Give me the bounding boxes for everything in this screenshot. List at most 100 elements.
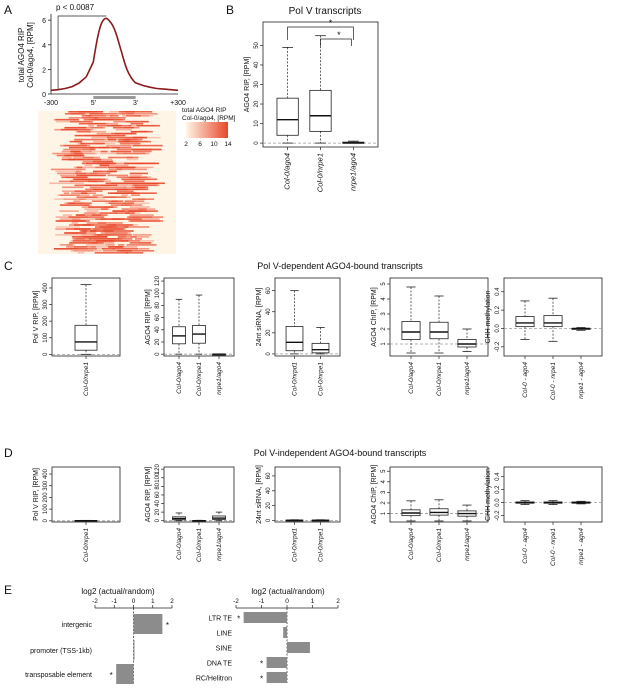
category-label: Col-0 - nrpe1 <box>550 528 557 566</box>
panel-a-heatmap-cell <box>131 186 141 189</box>
y-axis-label: 24nt siRNA, [RPM] <box>256 288 263 347</box>
panel-a-heatmap-cell <box>130 122 144 125</box>
plot-frame <box>503 466 603 523</box>
ytick-label: 0.4 <box>495 472 501 481</box>
y-axis-label: AGO4 RIP, [RPM] <box>145 467 152 523</box>
panel-a-heatmap-cell <box>117 236 137 238</box>
category-label: transposable element <box>25 672 92 679</box>
ytick-label: 40 <box>266 308 272 315</box>
panel-a-heatmap-cell <box>88 224 115 226</box>
ytick-label: 1 <box>381 342 387 346</box>
ytick-label: 120 <box>155 463 161 474</box>
y-axis-label: AGO4 ChIP, [RPM] <box>371 465 378 524</box>
panel-a-heatmap-cell <box>89 150 109 153</box>
category-label: DNA TE <box>207 661 232 668</box>
ytick-label: 40 <box>155 326 161 333</box>
panel-a-heatmap-cell <box>81 206 117 208</box>
panel-a-heatmap-cell <box>130 176 141 179</box>
panel-a-heatmap-cell <box>74 184 91 187</box>
panel-a-heatmap-cell <box>60 174 76 177</box>
panel-a-heatmap-cell <box>138 248 150 250</box>
panel-a-heatmap-cell <box>88 124 94 127</box>
ytick-label: 20 <box>266 502 272 509</box>
category-label: nrpe1 - ago4 <box>578 362 585 399</box>
panel-a-heatmap-cell <box>95 240 129 242</box>
xtick-label: 2 <box>170 598 174 605</box>
category-label: nrpe1/ago4 <box>216 528 223 561</box>
panel-a-heatmap-cell <box>84 196 99 198</box>
panel-a-heatmap-cell <box>59 210 79 212</box>
panel-a-heatmap-cell <box>70 232 79 234</box>
box <box>311 342 330 354</box>
category-label: Col-0/nrpe1 <box>318 362 325 396</box>
bar <box>133 614 163 634</box>
panel-a-heatmap-cell <box>137 198 146 200</box>
panel-a-heatmap-cell <box>134 184 160 187</box>
panel-c-title: Pol V-dependent AGO4-bound transcripts <box>257 261 423 271</box>
panel-a-heatmap-cell <box>88 180 98 183</box>
panel-a-heatmap-cell <box>120 144 139 147</box>
panel-a-heatmap-cell <box>106 124 119 127</box>
panel-a-heatmap-cell <box>105 182 135 185</box>
panel-a-heatmap-cell <box>72 240 106 242</box>
panel-a-ytick-label: 4 <box>42 43 46 50</box>
panel-a-heatmap-cell <box>126 218 160 220</box>
panel-a-heatmap-cell <box>118 244 125 246</box>
panel-a-heatmap-cell <box>106 224 133 226</box>
panel-a-heatmap-cell <box>104 206 118 208</box>
category-label: Col-0 - ago4 <box>522 362 529 398</box>
panel-a-heatmap-cell <box>115 128 132 131</box>
panel-a-heatmap-cell <box>71 113 87 115</box>
panel-a-heatmap-cell <box>63 192 70 194</box>
panel-a-heatmap-cell <box>88 246 96 248</box>
panel-a-heatmap-cell <box>54 248 88 250</box>
significance-star: * <box>110 671 113 680</box>
category-label: nrpe1 - ago4 <box>578 528 585 565</box>
category-label: Col-0/nrpd1 <box>292 362 299 396</box>
panel-a-heatmap-cell <box>70 152 98 155</box>
panel-a-pvalue: p < 0.0087 <box>56 3 95 12</box>
panel-a-heatmap-cell <box>91 136 109 139</box>
category-label: Col-0/nrpe1 <box>83 528 90 562</box>
panel-a-heatmap-cell <box>125 113 158 115</box>
panel-a-heatmap-cell <box>65 176 88 179</box>
panel-a-heatmap-cell <box>107 238 116 240</box>
panel-a-heatmap-cell <box>90 126 104 129</box>
panel-a-heatmap-cell <box>129 172 148 175</box>
y-axis-label: Pol V RIP, [RPM] <box>33 468 40 521</box>
category-label: Col-0 - ago4 <box>522 528 529 564</box>
panel-a-heatmap-cell <box>93 160 113 163</box>
bar <box>283 627 287 638</box>
panel-a-heatmap-cell <box>93 228 124 230</box>
panel-a-heatmap-cell <box>92 188 128 191</box>
y-axis-label: AGO4 RIP, [RPM] <box>244 57 251 113</box>
panel-a-heatmap-cell <box>110 204 143 206</box>
panel-a-heatmap-cell <box>127 176 152 179</box>
panel-a-heatmap-cell <box>121 178 158 181</box>
panel-a-ylabel-line1: total AGO4 RIP <box>17 28 26 83</box>
panel-a-heatmap-cell <box>99 212 130 214</box>
panel-a-heatmap-cell <box>59 218 81 220</box>
panel-a-colorbar-tick: 6 <box>198 141 202 148</box>
panel-a-heatmap-cell <box>128 124 155 127</box>
panel-a-heatmap-cell <box>101 248 115 250</box>
ytick-label: 40 <box>266 487 272 494</box>
panel-a-heatmap-cell <box>54 198 87 200</box>
ytick-label: 60 <box>155 314 161 321</box>
ytick-label: 200 <box>43 315 49 326</box>
box <box>543 315 563 328</box>
panel-a-heatmap-cell <box>125 252 144 254</box>
ytick-label: 2 <box>381 501 387 505</box>
y-axis-label: CHH methylation <box>485 468 492 521</box>
panel-a-heatmap-cell <box>79 126 106 129</box>
panel-a-heatmap-cell <box>88 238 119 240</box>
panel-a-profile-line <box>50 17 179 92</box>
panel-a-heatmap-cell <box>92 234 101 236</box>
box <box>285 326 304 352</box>
panel-a-heatmap-cell <box>111 124 132 127</box>
panel-a-heatmap-cell <box>78 122 106 125</box>
category-label: nrpe1/ago4 <box>216 362 223 395</box>
y-axis-label: 24nt siRNA, [RPM] <box>256 465 263 524</box>
panel-a-heatmap-cell <box>107 170 113 173</box>
